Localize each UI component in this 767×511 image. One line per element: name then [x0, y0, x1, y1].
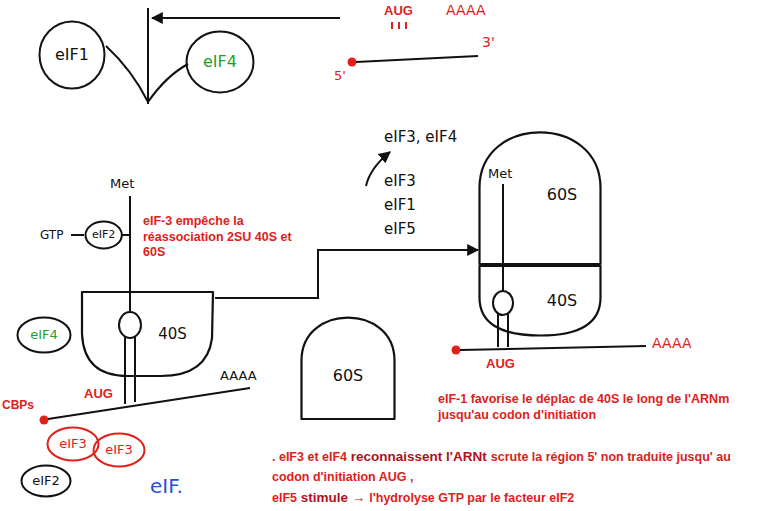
end-label: 5' [334, 68, 346, 84]
node-label: eIF4 [30, 328, 58, 342]
codon-label: AUG [84, 386, 113, 402]
note-text: eIF5 [272, 491, 297, 505]
circle-outline [40, 22, 105, 89]
gtp-link [71, 234, 84, 236]
stem-line [147, 8, 149, 104]
polya-label: AAAA [446, 2, 485, 20]
protein-label: CBPs [2, 398, 34, 413]
node-outline [478, 125, 602, 265]
note-text: eIF-1 favorise le déplac de 40S le long … [438, 392, 738, 423]
note-emphasis: reconnaissent l'ARNt [351, 449, 487, 464]
node-label: eIF2 [32, 474, 60, 488]
trna-stem [129, 196, 131, 312]
subunit-outline [480, 132, 601, 264]
circle-outline [22, 466, 71, 497]
node-outline [478, 265, 602, 337]
node-label: eIF1 [55, 46, 89, 64]
factor-circle: eIF4 [185, 30, 255, 94]
node-label: eIF3 [105, 443, 133, 457]
note-text: l'hydrolyse GTP par le facteur eIF2 [369, 491, 574, 505]
nucleotide-label: GTP [40, 228, 63, 243]
cap-dot [348, 58, 357, 67]
note-text: . eIF3 et eIF4 [272, 450, 347, 464]
factor-circle: eIF3 [46, 426, 100, 462]
note-line: . eIF3 et eIF4reconnaissent l'ARNtscrute… [272, 446, 764, 487]
node-label: eIF4 [203, 53, 237, 71]
large-subunit: 60S [300, 312, 396, 420]
node-outline [80, 290, 215, 378]
anticodon-arm [124, 337, 126, 404]
factor-circle: eIF3 [92, 432, 146, 468]
trna-loop [493, 291, 513, 315]
codon-tick [405, 22, 407, 29]
circle-outline [86, 222, 122, 249]
circle-outline [94, 434, 145, 467]
anticodon-arm [497, 314, 499, 347]
factor-circle: eIF2 [84, 220, 123, 250]
note-line: eIF5 stimule →l'hydrolyse GTP par le fact… [272, 487, 764, 507]
factor-link [122, 234, 130, 236]
small-subunit: 40S [80, 290, 215, 378]
mrna-strand [460, 346, 646, 350]
factor-label: eIF1 [384, 196, 416, 215]
factor-label: eIF3 [384, 172, 416, 191]
join-curve [106, 46, 188, 102]
node-label: eIF3 [59, 437, 87, 451]
circle-outline [48, 428, 99, 461]
node-label: 40S [547, 292, 578, 310]
anticodon-arm [134, 337, 136, 402]
factor-circle: eIF4 [16, 316, 72, 354]
trna-stem [502, 184, 504, 291]
node-outline [300, 312, 396, 420]
polya-label: AAAA [220, 368, 257, 384]
factor-circle: eIF2 [20, 464, 72, 498]
circle-outline [187, 32, 254, 93]
codon-tick [391, 22, 393, 29]
amino-acid-label: Met [110, 176, 134, 192]
codon-tick [398, 22, 400, 29]
subunit-outline [302, 318, 395, 419]
codon-label: AUG [384, 3, 413, 19]
trna-loop [119, 312, 141, 338]
cap-dot [40, 416, 49, 425]
factor-label: eIF3, eIF4 [384, 128, 457, 147]
factor-circle: eIF1 [38, 20, 106, 90]
cap-dot [452, 346, 461, 355]
node-label: eIF2 [92, 229, 115, 241]
mrna-strand [48, 388, 250, 419]
subunit-outline [480, 266, 601, 336]
node-label: 60S [547, 186, 578, 204]
circle-outline [18, 318, 71, 353]
reaction-arrow [215, 250, 478, 298]
factor-label: eIF5 [384, 220, 416, 239]
polya-label: AAAA [652, 335, 691, 353]
codon-label: AUG [486, 356, 515, 372]
node-label: 40S [158, 326, 187, 343]
node-label: 60S [333, 367, 364, 385]
binding-arrow [152, 17, 340, 19]
factor-label: eIF. [150, 474, 183, 499]
end-label: 3' [482, 34, 495, 52]
amino-acid-label: Met [488, 166, 512, 182]
note-block: . eIF3 et eIF4reconnaissent l'ARNtscrute… [272, 446, 764, 507]
mrna-strand [356, 56, 478, 62]
note-text: eIF-3 empêche la réassociation 2SU 40S e… [143, 214, 295, 261]
small-subunit: 40S [478, 265, 602, 337]
note-emphasis: stimule → [301, 490, 366, 505]
subunit-outline [82, 292, 213, 376]
large-subunit: 60S [478, 125, 602, 265]
